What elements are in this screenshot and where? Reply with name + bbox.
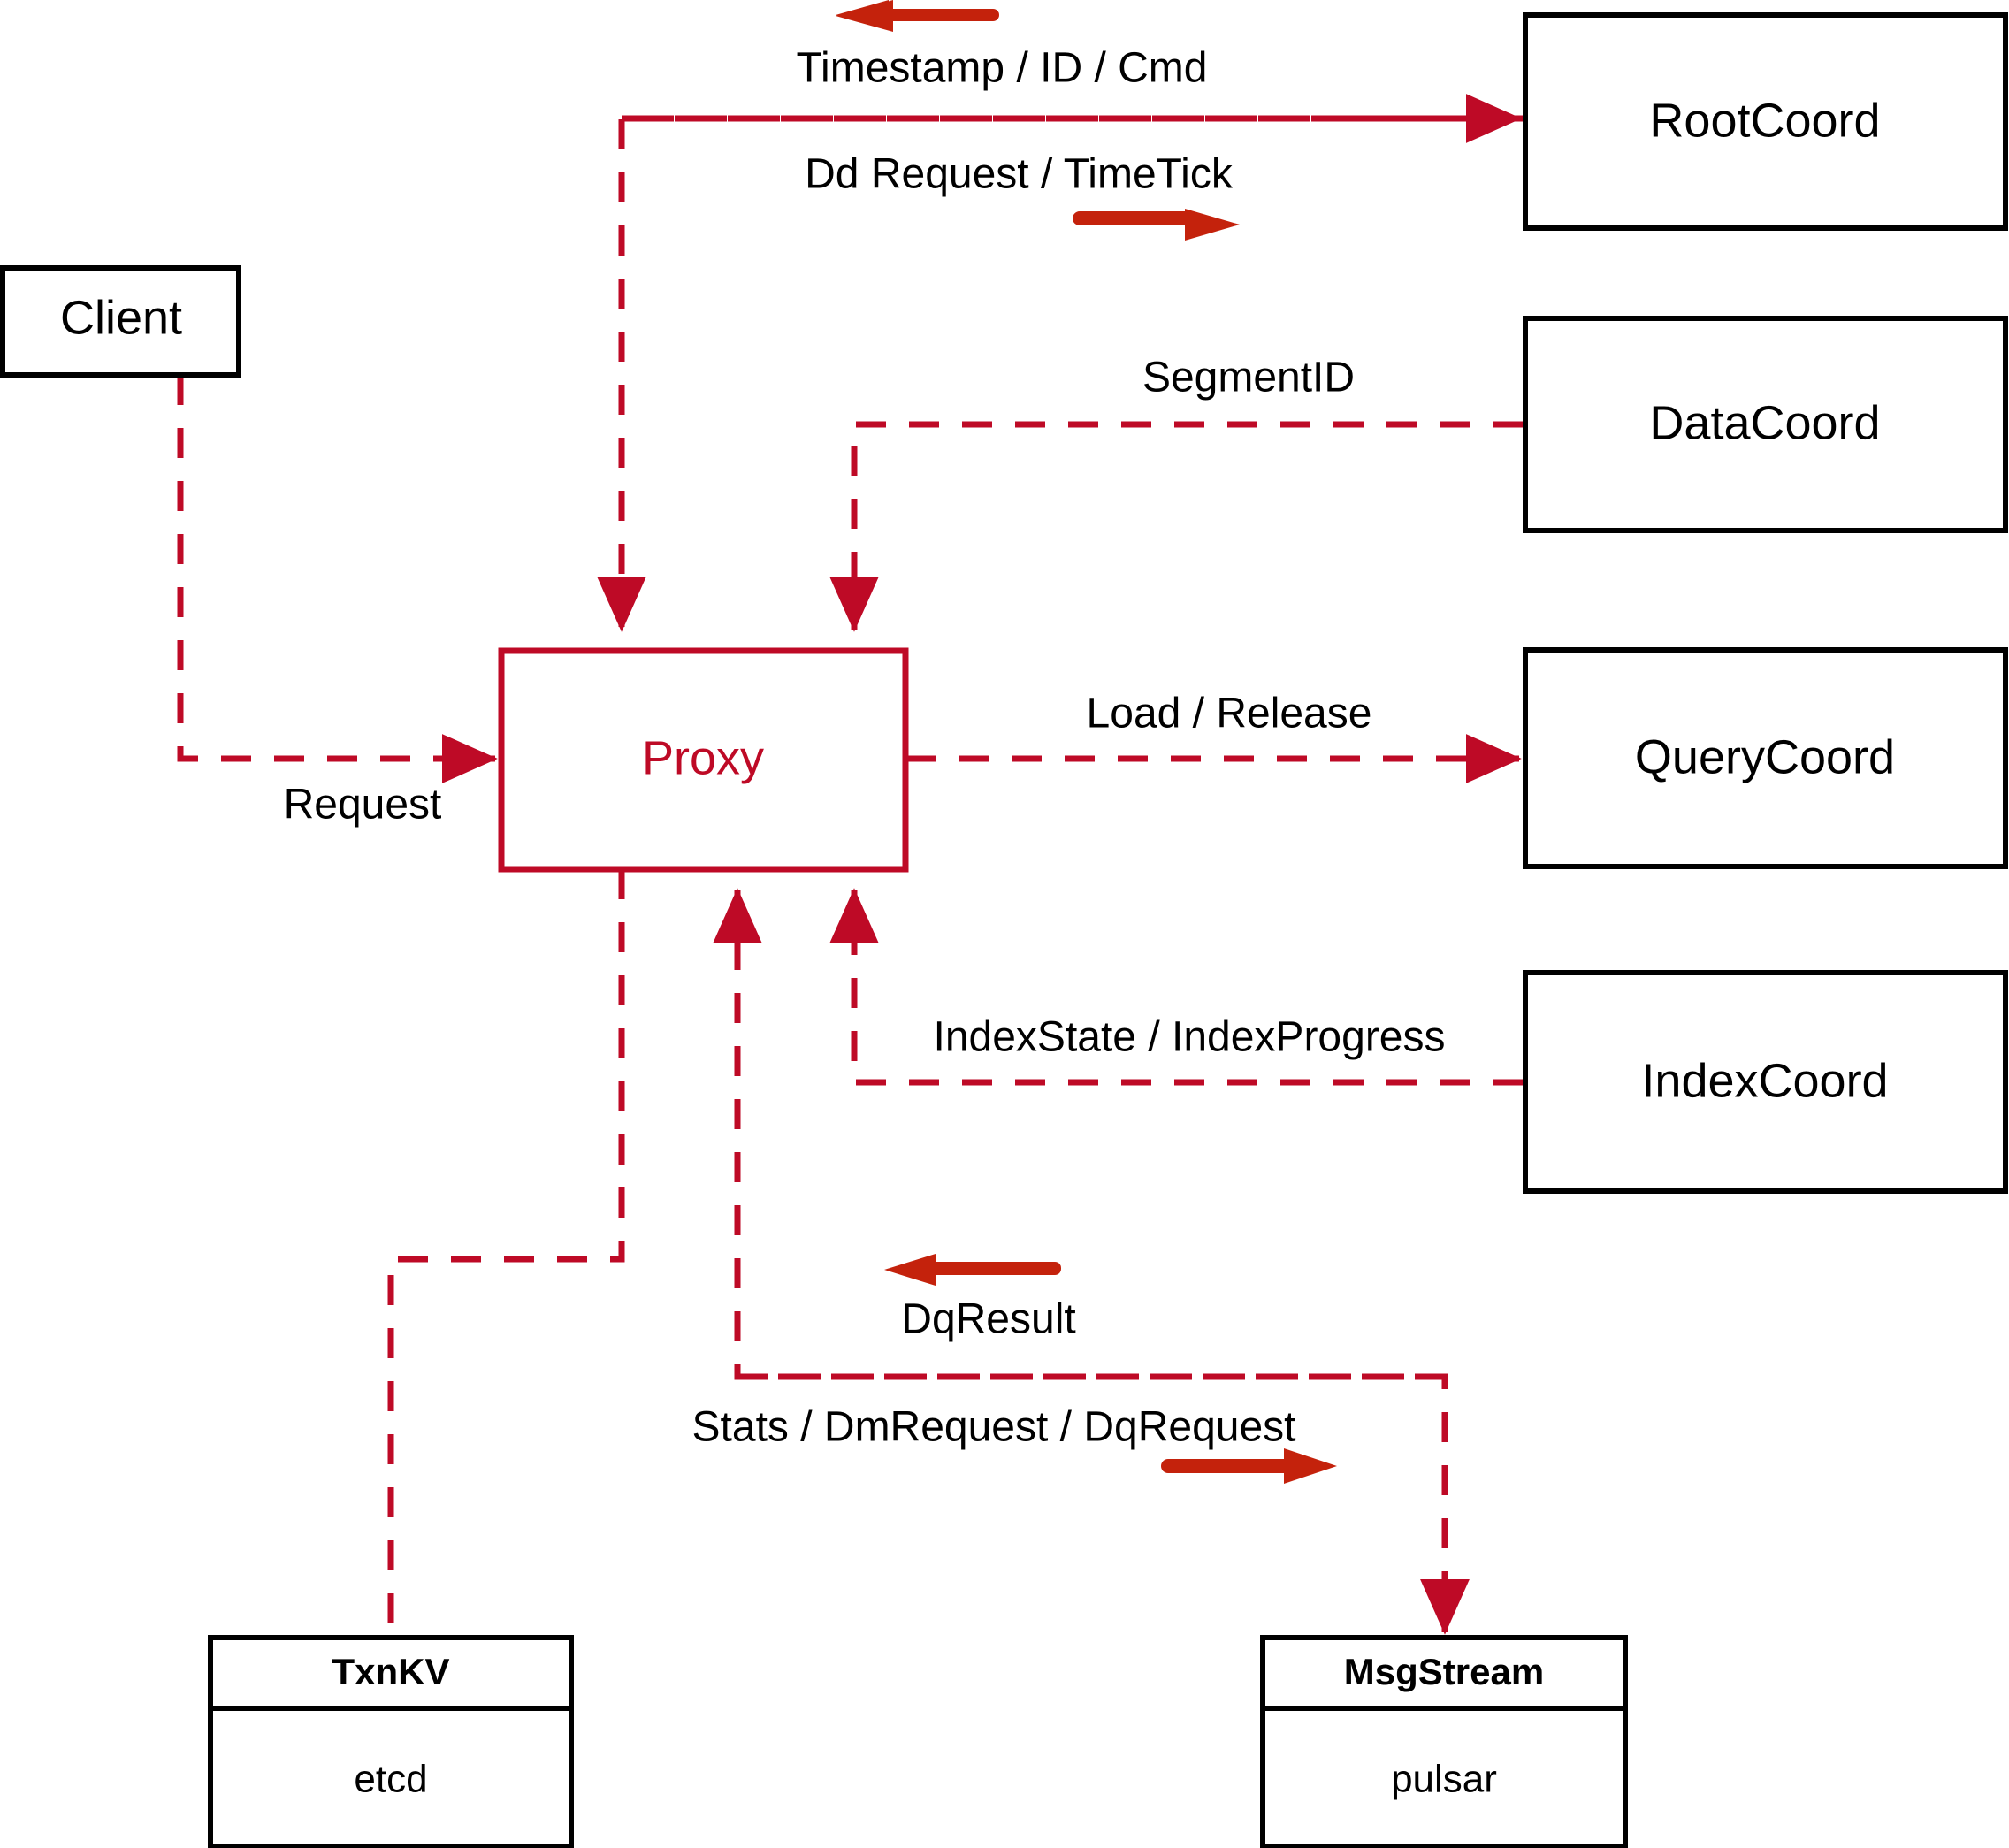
node-proxy[interactable] bbox=[498, 647, 909, 873]
direction-arrow-left-timestamp bbox=[836, 0, 999, 32]
edge-label-indexstate-indexprogress: IndexState / IndexProgress bbox=[934, 1014, 1446, 1061]
edge-label-dqresult: DqResult bbox=[901, 1296, 1075, 1343]
node-rootcoord[interactable] bbox=[1523, 12, 2008, 231]
node-indexcoord-label: IndexCoord bbox=[1641, 1054, 1888, 1107]
edge-label-stats-dmrequest-dqrequest: Stats / DmRequest / DqRequest bbox=[692, 1404, 1296, 1451]
direction-arrow-right-ddrequest bbox=[1073, 209, 1240, 241]
node-client-label: Client bbox=[60, 291, 182, 344]
node-txnkv[interactable] bbox=[208, 1635, 574, 1848]
edge-label-timestamp-id-cmd: Timestamp / ID / Cmd bbox=[797, 45, 1208, 92]
node-querycoord-label: QueryCoord bbox=[1635, 730, 1895, 783]
edge-path-indexcoord-proxy bbox=[829, 888, 1523, 1086]
edge-label-dd-request-timetick: Dd Request / TimeTick bbox=[805, 151, 1234, 198]
edge-path-msgstream-proxy bbox=[713, 888, 1445, 1380]
node-client[interactable] bbox=[0, 265, 241, 378]
direction-arrow-left-dqresult bbox=[884, 1254, 1061, 1286]
node-txnkv-label: TxnKV bbox=[332, 1651, 449, 1692]
edge-label-load-release: Load / Release bbox=[1087, 691, 1372, 737]
node-txnkv-impl-label: etcd bbox=[354, 1758, 427, 1801]
node-datacoord-label: DataCoord bbox=[1649, 396, 1880, 449]
node-msgstream-impl-label: pulsar bbox=[1391, 1758, 1497, 1801]
node-indexcoord[interactable] bbox=[1523, 970, 2008, 1194]
edge-path-datacoord-proxy bbox=[829, 421, 1523, 632]
edge-path-proxy-msgstream bbox=[737, 1373, 1470, 1635]
node-proxy-label: Proxy bbox=[642, 731, 764, 784]
node-datacoord[interactable] bbox=[1523, 316, 2008, 533]
node-msgstream[interactable] bbox=[1260, 1635, 1628, 1848]
edge-label-segmentid: SegmentID bbox=[1142, 355, 1355, 401]
edge-label-request: Request bbox=[284, 782, 442, 829]
node-querycoord[interactable] bbox=[1523, 647, 2008, 869]
edge-path-client-proxy bbox=[177, 375, 498, 783]
node-rootcoord-label: RootCoord bbox=[1649, 94, 1880, 147]
edge-path-proxy-txnkv bbox=[387, 869, 625, 1638]
direction-arrow-right-stats bbox=[1161, 1448, 1337, 1484]
edge-path-rootcoord-proxy bbox=[597, 115, 1523, 632]
node-msgstream-label: MsgStream bbox=[1344, 1651, 1544, 1692]
